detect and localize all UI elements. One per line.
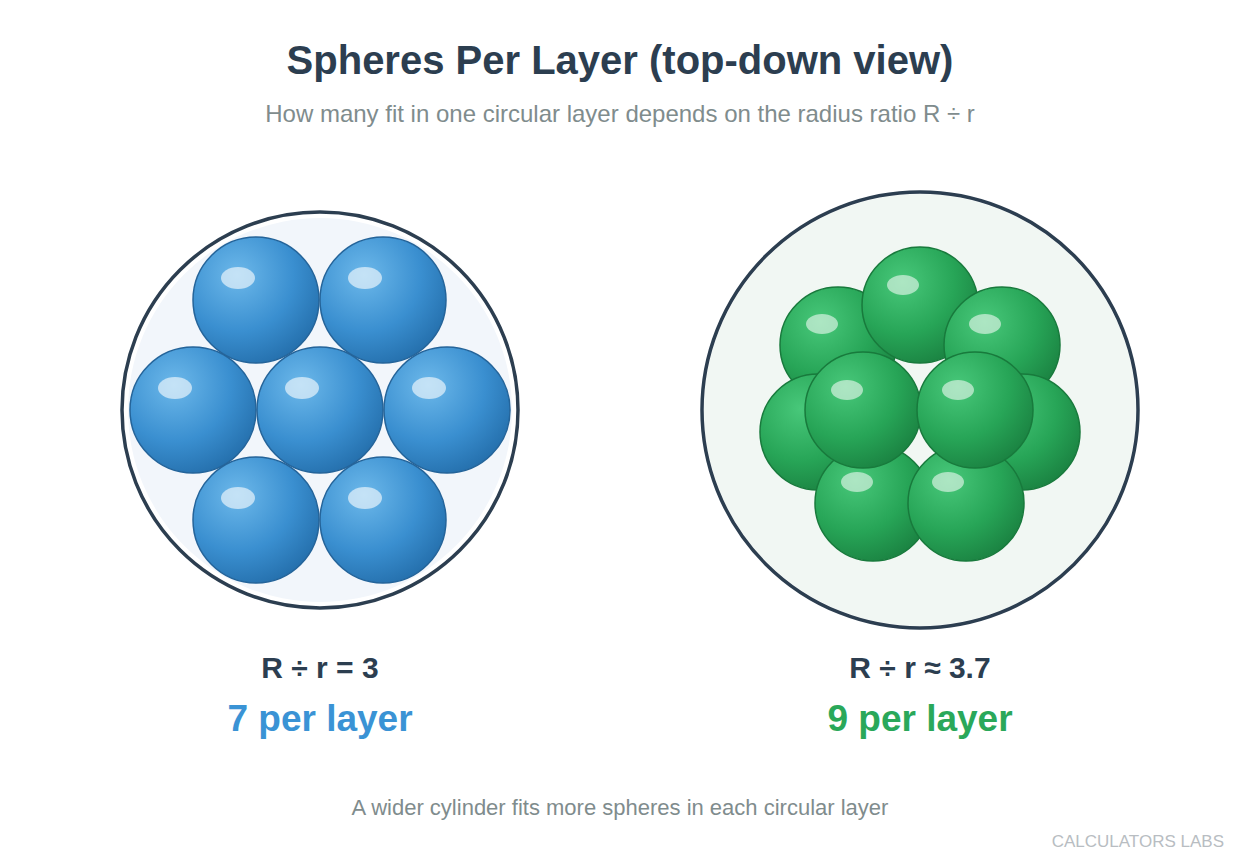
cylinder-border bbox=[122, 212, 518, 608]
cylinder-outline bbox=[700, 190, 1140, 630]
caption: A wider cylinder fits more spheres in ea… bbox=[0, 795, 1240, 821]
count-per-layer: 9 per layer bbox=[700, 696, 1140, 742]
cylinder-fill bbox=[704, 194, 1136, 626]
green-highlights bbox=[806, 275, 1001, 492]
cylinder-layer: R ÷ r ≈ 3.7 9 per layer bbox=[700, 190, 1140, 742]
blue-spheres bbox=[130, 237, 510, 583]
cylinder-border bbox=[702, 192, 1138, 628]
watermark: CALCULATORS LABS bbox=[1052, 832, 1224, 852]
radius-ratio: R ÷ r = 3 bbox=[120, 648, 520, 688]
cylinder-outline bbox=[120, 210, 520, 610]
green-spheres bbox=[760, 247, 1080, 561]
cylinder-fill bbox=[128, 218, 512, 602]
blue-highlights bbox=[158, 267, 446, 509]
cylinder-layer: R ÷ r = 3 7 per layer bbox=[120, 210, 520, 742]
title: Spheres Per Layer (top-down view) bbox=[0, 38, 1240, 83]
count-per-layer: 7 per layer bbox=[120, 696, 520, 742]
subtitle: How many fit in one circular layer depen… bbox=[0, 100, 1240, 128]
radius-ratio: R ÷ r ≈ 3.7 bbox=[700, 648, 1140, 688]
